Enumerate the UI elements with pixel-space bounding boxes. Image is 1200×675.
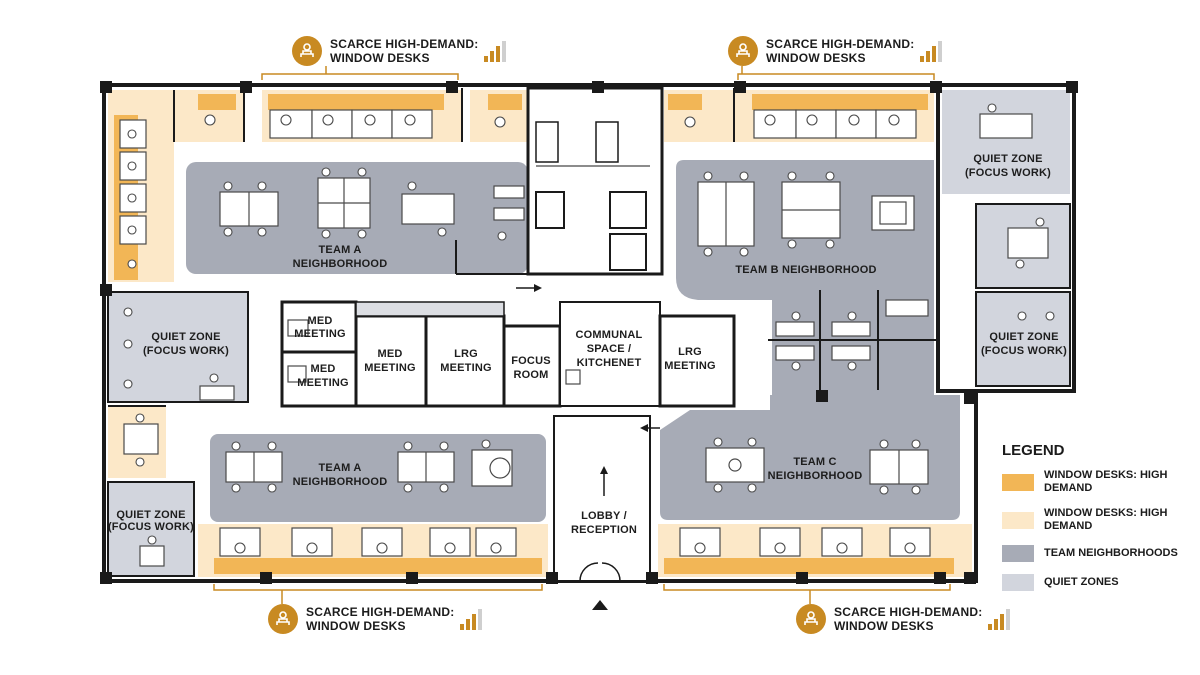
callout-text: SCARCE HIGH-DEMAND: WINDOW DESKS — [306, 605, 454, 633]
legend-item-window-high: WINDOW DESKS: HIGH DEMAND — [1002, 469, 1192, 495]
desk-person-icon — [292, 36, 322, 66]
legend-label: TEAM NEIGHBORHOODS — [1044, 547, 1178, 559]
quiet-zone-right-mid — [975, 291, 1071, 387]
room-label-quiet-left: QUIET ZONE(FOCUS WORK) — [143, 331, 229, 357]
lrg-meeting-room-2 — [658, 314, 736, 408]
window-desks-north-4 — [752, 94, 928, 110]
legend-swatch — [1002, 473, 1034, 491]
chairs-layer — [123, 103, 1055, 554]
callout-line2: WINDOW DESKS — [766, 51, 866, 65]
window-desks-north-1 — [268, 94, 444, 110]
communal-kitchenette — [559, 301, 661, 407]
team-a-bottom-zone — [210, 434, 546, 522]
callout-brackets — [213, 66, 951, 604]
room-label-quiet-bottom-left: QUIET ZONE(FOCUS WORK) — [108, 509, 194, 533]
room-label-quiet-right-top: QUIET ZONE(FOCUS WORK) — [965, 153, 1051, 179]
legend-item-team: TEAM NEIGHBORHOODS — [1002, 545, 1192, 562]
up-arrow-icon — [600, 466, 608, 474]
right-arrow-icon — [534, 284, 542, 292]
callout-window-desks-sw: SCARCE HIGH-DEMAND: WINDOW DESKS — [268, 604, 484, 634]
legend-swatch — [1002, 574, 1034, 591]
legend-label: WINDOW DESKS: HIGH DEMAND — [1044, 507, 1168, 532]
callout-text: SCARCE HIGH-DEMAND: WINDOW DESKS — [766, 37, 914, 65]
desk-person-icon — [796, 604, 826, 634]
callout-window-desks-nw: SCARCE HIGH-DEMAND: WINDOW DESKS — [292, 36, 508, 66]
left-arrow-icon — [640, 424, 648, 432]
furniture-layer — [119, 109, 1049, 567]
lobby-reception — [553, 415, 651, 582]
callout-line1: SCARCE HIGH-DEMAND: — [330, 37, 479, 51]
legend-item-window-light: WINDOW DESKS: HIGH DEMAND — [1002, 507, 1192, 533]
legend-label: QUIET ZONES — [1044, 576, 1119, 588]
callout-text: SCARCE HIGH-DEMAND: WINDOW DESKS — [834, 605, 982, 633]
signal-bars-icon — [484, 40, 508, 62]
legend-label: WINDOW DESKS: HIGH DEMAND — [1044, 469, 1168, 494]
legend-swatch — [1002, 545, 1034, 562]
window-desks-south-2 — [664, 558, 954, 574]
callout-window-desks-se: SCARCE HIGH-DEMAND: WINDOW DESKS — [796, 604, 1012, 634]
signal-bars-icon — [460, 608, 484, 630]
desk-person-icon — [268, 604, 298, 634]
callout-line1: SCARCE HIGH-DEMAND: — [766, 37, 915, 51]
room-label-quiet-right-mid: QUIET ZONE(FOCUS WORK) — [981, 331, 1067, 357]
callout-line2: WINDOW DESKS — [834, 619, 934, 633]
window-desk-north-2 — [488, 94, 522, 110]
desk-person-icon — [728, 36, 758, 66]
legend-item-quiet: QUIET ZONES — [1002, 574, 1192, 591]
med-meeting-room — [354, 314, 428, 408]
elevator-2 — [609, 191, 647, 229]
entrance-arrow-icon — [592, 600, 608, 610]
elevator-3 — [609, 233, 647, 271]
callout-line1: SCARCE HIGH-DEMAND: — [306, 605, 455, 619]
legend-title: LEGEND — [1002, 442, 1065, 459]
room-label-team-b: TEAM B NEIGHBORHOOD — [735, 264, 876, 276]
callout-line2: WINDOW DESKS — [330, 51, 430, 65]
window-desk-north-3 — [668, 94, 702, 110]
structural-columns — [100, 81, 1078, 584]
quiet-zone-right-top — [942, 90, 1070, 194]
med-meeting-cluster — [280, 300, 358, 408]
window-desks-south-1 — [214, 558, 542, 574]
window-desk-nw — [198, 94, 236, 110]
signal-bars-icon — [920, 40, 944, 62]
elevator-1 — [535, 191, 565, 229]
callout-window-desks-ne: SCARCE HIGH-DEMAND: WINDOW DESKS — [728, 36, 944, 66]
callout-text: SCARCE HIGH-DEMAND: WINDOW DESKS — [330, 37, 478, 65]
signal-bars-icon — [988, 608, 1012, 630]
legend-swatch — [1002, 511, 1034, 529]
callout-line2: WINDOW DESKS — [306, 619, 406, 633]
room-label-lobby: LOBBY /RECEPTION — [571, 510, 637, 536]
callout-line1: SCARCE HIGH-DEMAND: — [834, 605, 983, 619]
legend: LEGEND WINDOW DESKS: HIGH DEMAND WINDOW … — [1002, 442, 1192, 603]
lrg-meeting-room-1 — [424, 314, 506, 408]
